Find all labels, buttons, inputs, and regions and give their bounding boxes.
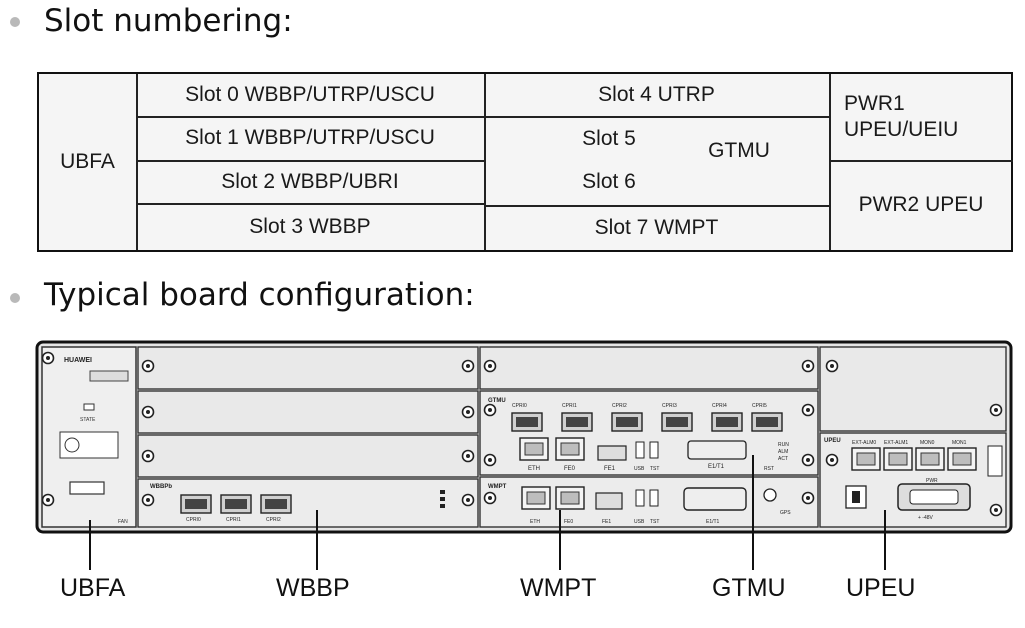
pwr1-line1: PWR1 (844, 92, 905, 115)
table-divider (484, 205, 829, 207)
wmpt-gps-label: GPS (780, 510, 791, 516)
gtmu-port-5: CPRI5 (752, 403, 767, 409)
wbbp-port-1: CPRI1 (226, 517, 241, 523)
leader-line-wbbp (316, 510, 318, 570)
bullet-dot (10, 293, 20, 303)
board-config-heading: Typical board configuration: (44, 277, 475, 313)
slot4-cell: Slot 4 UTRP (598, 83, 715, 106)
gtmu-led-run: RUN (778, 442, 789, 448)
wbbp-port-2: CPRI2 (266, 517, 281, 523)
callout-wmpt: WMPT (520, 574, 597, 602)
slot0-cell: Slot 0 WBBP/UTRP/USCU (185, 83, 435, 106)
gtmu-board: GTMU CPRI0 CPRI1 CPRI2 CPRI3 CPRI4 CPRI5… (488, 398, 789, 472)
gtmu-port-3: CPRI3 (662, 403, 677, 409)
wmpt-eth-label: ETH (530, 519, 540, 525)
upeu-board-label: UPEU (824, 438, 841, 444)
leader-line-upeu (884, 510, 886, 570)
wbbp-board: WBBPb CPRI0 CPRI1 CPRI2 (150, 484, 445, 523)
gtmu-port-1: CPRI1 (562, 403, 577, 409)
gtmu-cell: GTMU (708, 139, 770, 162)
wmpt-fe1-label: FE1 (602, 519, 611, 525)
left-slots (137, 346, 479, 528)
table-divider (136, 203, 484, 205)
leader-line-ubfa (89, 520, 91, 570)
gtmu-led-act: ACT (778, 456, 788, 462)
slot6-label: Slot 6 (582, 170, 636, 193)
wmpt-board: WMPT ETH FE0 FE1 USB TST E1/T1 GPS (488, 484, 791, 525)
gtmu-board-label: GTMU (488, 398, 506, 404)
upeu-port-2: MON0 (920, 440, 935, 446)
gtmu-e1t1-label: E1/T1 (708, 464, 725, 470)
pwr1-line2: UPEU/UEIU (844, 118, 959, 141)
upeu-pwr-label: PWR (926, 478, 938, 484)
bullet-dot (10, 17, 20, 27)
wmpt-fe0-label: FE0 (564, 519, 573, 525)
table-divider (829, 160, 1013, 162)
gtmu-led-alm: ALM (778, 449, 788, 455)
gtmu-tst-label: TST (650, 466, 659, 472)
upeu-module: UPEU EXT-ALM0 EXT-ALM1 MON0 MON1 PWR + -… (819, 346, 1007, 528)
slot-numbering-heading: Slot numbering: (44, 3, 293, 39)
gtmu-eth-label: ETH (528, 466, 540, 472)
callout-ubfa: UBFA (60, 574, 126, 602)
huawei-logo-text: HUAWEI (64, 357, 92, 364)
ubfa-module: HUAWEI STATE FAN (41, 346, 137, 528)
slot3-cell: Slot 3 WBBP (249, 214, 371, 238)
slot1-cell: Slot 1 WBBP/UTRP/USCU (185, 126, 435, 149)
callout-upeu: UPEU (846, 574, 916, 602)
table-divider (484, 74, 486, 250)
pwr2-cell: PWR2 UPEU (858, 193, 984, 216)
slot2-cell: Slot 2 WBBP/UBRI (221, 169, 399, 193)
gtmu-port-0: CPRI0 (512, 403, 527, 409)
table-divider (484, 116, 829, 118)
gtmu-port-2: CPRI2 (612, 403, 627, 409)
leader-line-wmpt (559, 510, 561, 570)
ubfa-cell: UBFA (60, 150, 115, 173)
fan-label: FAN (118, 519, 128, 525)
wbbp-board-label: WBBPb (150, 484, 172, 490)
wmpt-tst-label: TST (650, 519, 659, 525)
upeu-port-3: MON1 (952, 440, 967, 446)
table-divider (136, 74, 138, 250)
upeu-volt-label: + -48V (918, 515, 934, 521)
callout-gtmu: GTMU (712, 574, 786, 602)
wbbp-port-0: CPRI0 (186, 517, 201, 523)
gtmu-fe0-label: FE0 (564, 466, 576, 472)
wmpt-e1t1-label: E1/T1 (706, 519, 720, 525)
table-divider (829, 74, 831, 250)
gtmu-usb-label: USB (634, 466, 645, 472)
pwr1-cell: PWR1 UPEU/UEIU (844, 74, 984, 160)
gtmu-port-4: CPRI4 (712, 403, 727, 409)
leader-line-gtmu (752, 455, 754, 570)
slot-table: UBFA Slot 0 WBBP/UTRP/USCU Slot 1 WBBP/U… (37, 72, 1013, 252)
wmpt-usb-label: USB (634, 519, 645, 525)
table-divider (136, 116, 484, 118)
upeu-port-0: EXT-ALM0 (852, 440, 876, 446)
gtmu-fe1-label: FE1 (604, 466, 616, 472)
upeu-port-1: EXT-ALM1 (884, 440, 908, 446)
gtmu-rst-label: RST (764, 466, 774, 472)
state-label: STATE (80, 417, 96, 423)
slot5-label: Slot 5 (582, 127, 636, 150)
table-divider (136, 160, 484, 162)
slot7-cell: Slot 7 WMPT (594, 215, 719, 239)
callout-wbbp: WBBP (276, 574, 350, 602)
wmpt-board-label: WMPT (488, 484, 507, 490)
